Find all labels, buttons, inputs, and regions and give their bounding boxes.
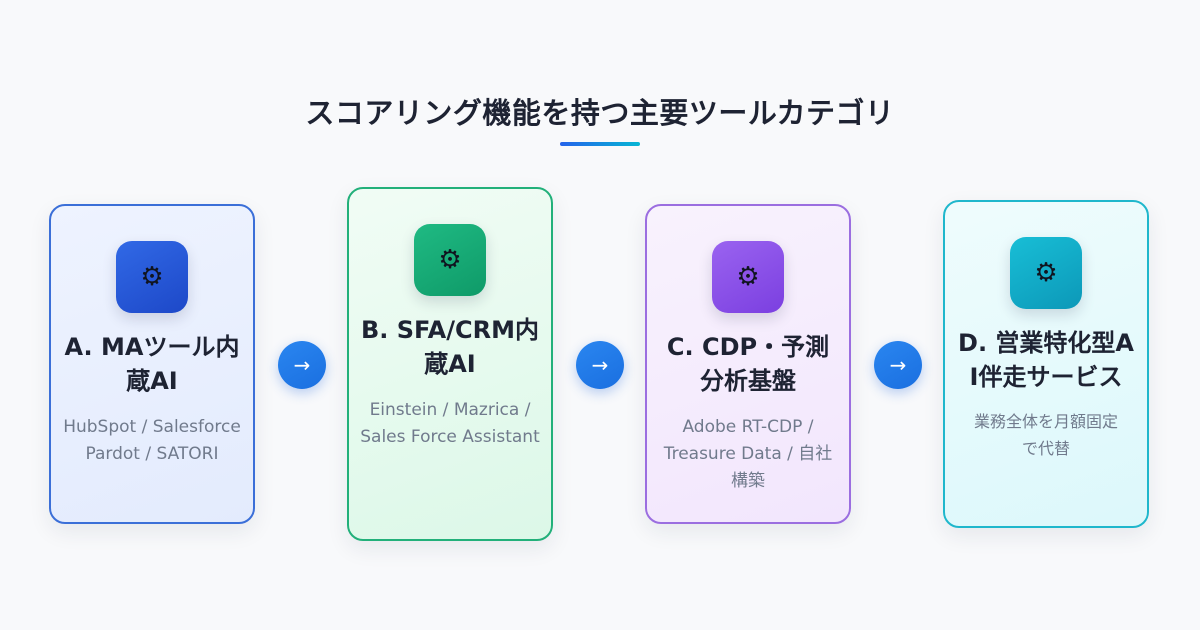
card-description: Adobe RT-CDP / Treasure Data / 自社構築 bbox=[663, 417, 833, 491]
card-description: HubSpot / Salesforce Pardot / SATORI bbox=[63, 417, 241, 464]
category-card-sfa-crm: ⚙ B. SFA/CRM内蔵AI Einstein / Mazrica / Sa… bbox=[347, 187, 553, 541]
card-description: 業務全体を月額固定で代替 bbox=[973, 412, 1118, 458]
page-title: スコアリング機能を持つ主要ツールカテゴリ bbox=[305, 96, 895, 130]
card-description: Einstein / Mazrica / Sales Force Assista… bbox=[360, 400, 540, 447]
arrow-right-icon: → bbox=[874, 341, 922, 389]
gear-icon: ⚙ bbox=[116, 241, 188, 313]
category-card-cdp: ⚙ C. CDP・予測分析基盤 Adobe RT-CDP / Treasure … bbox=[645, 204, 851, 524]
arrow-right-icon: → bbox=[576, 341, 624, 389]
gear-icon: ⚙ bbox=[1010, 237, 1082, 309]
arrow-right-icon: → bbox=[278, 341, 326, 389]
gear-icon: ⚙ bbox=[712, 241, 784, 313]
card-title: B. SFA/CRM内蔵AI bbox=[360, 316, 539, 378]
category-card-ma: ⚙ A. MAツール内蔵AI HubSpot / Salesforce Pard… bbox=[49, 204, 255, 524]
title-underline bbox=[560, 142, 640, 146]
card-title: D. 営業特化型AI伴走サービス bbox=[958, 329, 1134, 391]
gear-icon: ⚙ bbox=[414, 224, 486, 296]
card-title: A. MAツール内蔵AI bbox=[64, 333, 240, 395]
category-card-sales-ai-service: ⚙ D. 営業特化型AI伴走サービス 業務全体を月額固定で代替 bbox=[943, 200, 1149, 528]
card-title: C. CDP・予測分析基盤 bbox=[666, 333, 830, 395]
